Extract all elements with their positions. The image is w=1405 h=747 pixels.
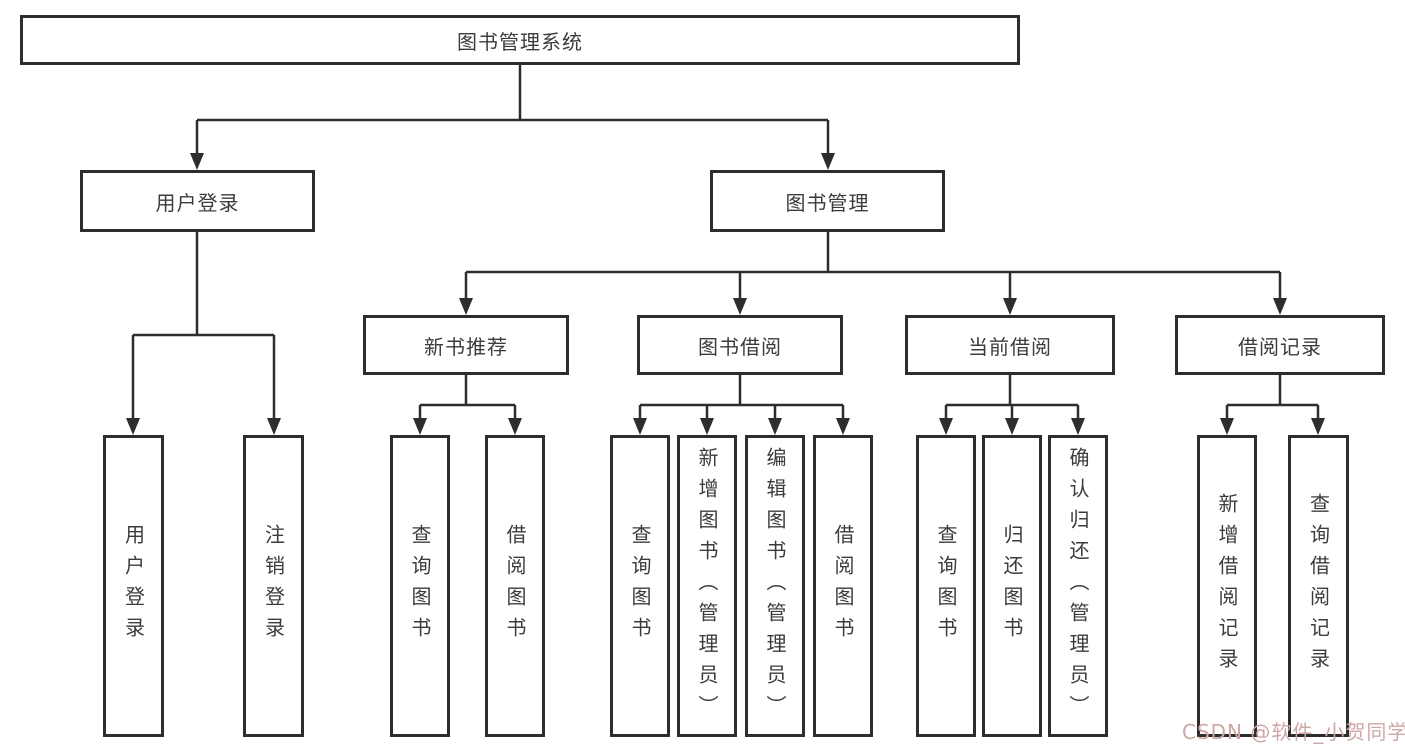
- node-new-book-recommend: 新书推荐: [363, 315, 569, 375]
- node-book-borrow: 图书借阅: [637, 315, 843, 375]
- node-label: 新书推荐: [424, 334, 508, 359]
- csdn-watermark: CSDN @软件_小贺同学: [1182, 720, 1405, 744]
- node-label: 图书管理系统: [457, 29, 583, 54]
- arrowhead-icon: [733, 298, 747, 315]
- node-label: 查询借阅记录: [1306, 493, 1331, 679]
- arrowhead-icon: [633, 418, 647, 435]
- arrowhead-icon: [190, 153, 204, 170]
- node-label: 查询图书: [408, 524, 432, 648]
- leaf-borrow-books-2: 借阅图书: [813, 435, 873, 737]
- leaf-return-books: 归还图书: [982, 435, 1042, 737]
- node-label: 编辑图书（管理员）: [763, 446, 787, 726]
- arrowhead-icon: [1005, 418, 1019, 435]
- node-label: 归还图书: [1000, 524, 1024, 648]
- node-label: 确认归还（管理员）: [1066, 446, 1090, 726]
- arrowhead-icon: [1003, 298, 1017, 315]
- arrowhead-icon: [413, 418, 427, 435]
- node-label: 借阅记录: [1238, 334, 1322, 359]
- node-label: 新增借阅记录: [1215, 493, 1239, 679]
- arrowhead-icon: [836, 418, 850, 435]
- arrowhead-icon: [267, 418, 281, 435]
- leaf-query-books-1: 查询图书: [390, 435, 450, 737]
- node-book-management: 图书管理: [710, 170, 945, 232]
- node-borrow-records: 借阅记录: [1175, 315, 1385, 375]
- leaf-query-borrow-record: 查询借阅记录: [1288, 435, 1349, 737]
- node-root-system: 图书管理系统: [20, 15, 1020, 65]
- leaf-confirm-return-admin: 确认归还（管理员）: [1048, 435, 1108, 737]
- node-current-borrow: 当前借阅: [905, 315, 1115, 375]
- arrowhead-icon: [459, 298, 473, 315]
- node-label: 用户登录: [155, 190, 240, 215]
- leaf-logout: 注销登录: [243, 435, 304, 737]
- node-label: 注销登录: [261, 524, 286, 648]
- node-label: 图书管理: [785, 190, 870, 215]
- arrowhead-icon: [1273, 298, 1287, 315]
- arrowhead-icon: [126, 418, 140, 435]
- leaf-query-books-3: 查询图书: [916, 435, 976, 737]
- arrowhead-icon: [1220, 418, 1234, 435]
- leaf-add-borrow-record: 新增借阅记录: [1197, 435, 1257, 737]
- leaf-borrow-books-1: 借阅图书: [485, 435, 545, 737]
- node-label: 借阅图书: [831, 524, 855, 648]
- node-label: 查询图书: [628, 524, 652, 648]
- arrowhead-icon: [1071, 418, 1085, 435]
- node-label: 查询图书: [934, 524, 958, 648]
- arrowhead-icon: [700, 418, 714, 435]
- node-user-login: 用户登录: [80, 170, 315, 232]
- leaf-query-books-2: 查询图书: [610, 435, 670, 737]
- node-label: 用户登录: [121, 524, 146, 648]
- arrowhead-icon: [508, 418, 522, 435]
- node-label: 当前借阅: [968, 334, 1052, 359]
- arrowhead-icon: [1311, 418, 1325, 435]
- node-label: 图书借阅: [698, 334, 782, 359]
- leaf-add-books-admin: 新增图书（管理员）: [677, 435, 737, 737]
- node-label: 借阅图书: [503, 524, 527, 648]
- leaf-edit-books-admin: 编辑图书（管理员）: [745, 435, 805, 737]
- node-label: 新增图书（管理员）: [695, 446, 719, 726]
- arrowhead-icon: [821, 153, 835, 170]
- arrowhead-icon: [939, 418, 953, 435]
- arrowhead-icon: [768, 418, 782, 435]
- leaf-user-login: 用户登录: [103, 435, 164, 737]
